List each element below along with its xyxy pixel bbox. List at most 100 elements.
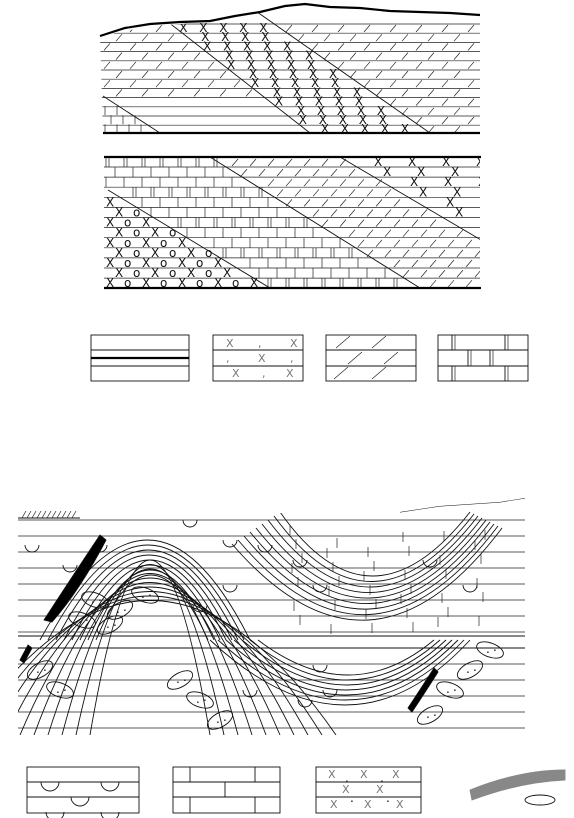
cover-hatch <box>26 510 32 519</box>
gypsum-symbol: X <box>275 95 283 109</box>
dolomite-mark <box>456 269 464 278</box>
pebble-dot: . <box>148 585 152 599</box>
ground-surface-line <box>99 2 481 38</box>
syncline-layer <box>249 639 441 681</box>
syncline-layer <box>231 527 503 621</box>
salt-symbol: o <box>169 226 176 240</box>
pebble-dot: . <box>113 615 117 629</box>
fossil-half-circle <box>192 604 208 613</box>
dolomite-mark <box>467 61 475 70</box>
dolomite-mark <box>155 43 163 51</box>
dolomite-mark <box>411 239 419 248</box>
dolomite-mark <box>155 79 163 88</box>
dolomite-mark <box>441 79 449 88</box>
dolomite-mark <box>402 229 410 237</box>
salt-symbol: o <box>124 216 131 230</box>
pebble-dot: . <box>43 660 47 674</box>
gypsum-symbol: X <box>239 21 247 35</box>
dolomite-mark <box>323 52 331 60</box>
dolomite-mark <box>363 43 371 51</box>
gypsum-symbol: X <box>307 58 315 72</box>
salt-symbol: X <box>115 206 123 220</box>
cover-hatch <box>419 501 425 509</box>
dolomite-mark <box>330 189 338 197</box>
anticline-layer <box>47 573 253 735</box>
dolomite-mark <box>389 79 397 88</box>
dolomite-mark <box>467 116 475 125</box>
gypsum-symbol: X <box>179 21 187 35</box>
dolomite-mark <box>219 70 227 79</box>
dolomite-mark <box>453 52 461 60</box>
dolomite-mark <box>129 61 137 70</box>
pebble-ellipse <box>186 691 214 709</box>
dolomite-mark <box>384 249 392 258</box>
fossil-half-circle <box>297 699 313 708</box>
gypsum-symbol: X <box>249 67 257 81</box>
dolomite-mark <box>375 33 383 42</box>
syncline-layer <box>233 639 453 691</box>
gypsum-symbol: X <box>419 185 427 199</box>
gypsum-symbol: X <box>331 76 339 90</box>
cover-hatch <box>429 500 435 508</box>
salt-symbol: X <box>214 256 222 270</box>
pebble-ellipse <box>81 591 109 609</box>
gypsum-symbol: X <box>482 216 490 230</box>
dolomite-mark <box>389 61 397 70</box>
dolomite-mark <box>429 259 437 268</box>
pebble-dot: . <box>203 690 207 704</box>
dolomite-mark <box>384 229 392 237</box>
dolomite-mark <box>441 98 449 106</box>
dolomite-mark <box>303 178 311 187</box>
legend-gypsum-symbol: X <box>290 337 298 350</box>
ore-lens <box>43 534 107 623</box>
salt-symbol: X <box>187 266 195 280</box>
dolomite-mark <box>415 98 423 106</box>
gypsum-symbol: X <box>293 85 301 99</box>
legend-dot-symbol: . <box>350 791 354 805</box>
dolomite-mark <box>402 269 410 278</box>
gypsum-symbol: X <box>223 39 231 53</box>
cover-hatch <box>439 499 445 507</box>
gypsum-symbol: X <box>489 206 497 220</box>
gypsum-symbol: X <box>265 49 273 63</box>
pebble-dot: . <box>116 602 120 616</box>
dolomite-mark <box>349 33 357 42</box>
dolomite-mark <box>167 70 175 79</box>
salt-symbol: X <box>250 276 258 290</box>
gypsum-symbol: X <box>259 21 267 35</box>
gypsum-symbol: X <box>337 104 345 118</box>
pebble-ellipse <box>96 615 124 635</box>
gypsum-symbol: X <box>287 58 295 72</box>
dolomite-mark <box>393 239 401 248</box>
cover-hatch <box>459 498 465 505</box>
cover-hatch <box>66 510 72 519</box>
dolomite-mark <box>276 168 284 177</box>
dolomite-mark <box>348 189 356 197</box>
salt-symbol: o <box>133 206 140 220</box>
gypsum-symbol: X <box>410 175 418 189</box>
dolomite-mark <box>245 89 253 97</box>
salt-symbol: X <box>178 236 186 250</box>
gypsum-symbol: X <box>444 175 452 189</box>
legend-swatch-box <box>437 334 529 382</box>
dolomite-mark <box>453 107 461 116</box>
dolomite-mark <box>321 158 329 167</box>
legend-gypsum-symbol: X <box>258 352 266 365</box>
dolomite-mark <box>465 279 473 288</box>
dolomite-mark <box>294 168 302 177</box>
pebble-ellipse <box>456 660 484 680</box>
contact-line <box>107 189 271 288</box>
dolomite-mark <box>103 24 111 33</box>
gypsum-symbol: X <box>225 49 233 63</box>
dolomite-mark <box>415 116 423 125</box>
gypsum-symbol: X <box>453 185 461 199</box>
gypsum-symbol: X <box>199 21 207 35</box>
salt-symbol: o <box>133 226 140 240</box>
gypsum-symbol: X <box>243 39 251 53</box>
fossil-half-circle <box>182 519 198 528</box>
syncline-layer <box>257 639 435 676</box>
salt-symbol: X <box>142 236 150 250</box>
dolomite-mark <box>375 239 383 248</box>
legend-gypsum-symbol: , <box>290 352 294 365</box>
dolomite-mark <box>321 219 329 227</box>
